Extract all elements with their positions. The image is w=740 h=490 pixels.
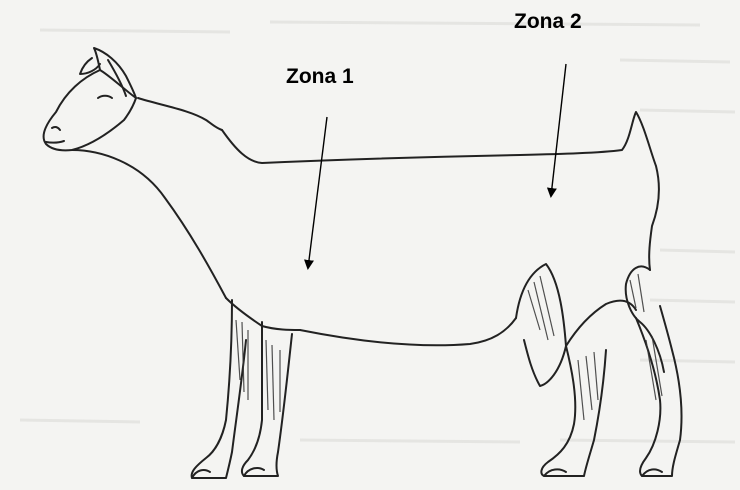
goat-flank: [566, 301, 636, 346]
zona-1-label: Zona 1: [286, 66, 354, 87]
goat-mouth: [46, 141, 64, 143]
zona-1-arrow: [308, 117, 327, 268]
zona-2-label: Zona 2: [514, 11, 582, 32]
goat-back-line: [222, 112, 659, 270]
goat-hind-leg-1: [541, 346, 606, 476]
goat-belly: [300, 318, 516, 345]
goat-front-leg-2: [242, 322, 292, 476]
goat-front-hoof-1: [192, 470, 210, 478]
goat-hind-leg-2: [636, 306, 682, 476]
goat-eye: [98, 96, 112, 98]
goat-front-leg-1: [192, 300, 246, 478]
goat-front-hoof-2: [244, 468, 264, 476]
goat-outline: [44, 48, 682, 478]
goat-neck-back: [138, 98, 222, 130]
goat-hind-thigh: [626, 266, 664, 372]
goat-head: [44, 70, 136, 150]
goat-neck-front: [72, 150, 226, 298]
paper-texture: [20, 22, 735, 442]
zona-2-arrow: [551, 64, 566, 196]
goat-shading: [236, 274, 662, 420]
goat-nostril: [52, 127, 60, 130]
